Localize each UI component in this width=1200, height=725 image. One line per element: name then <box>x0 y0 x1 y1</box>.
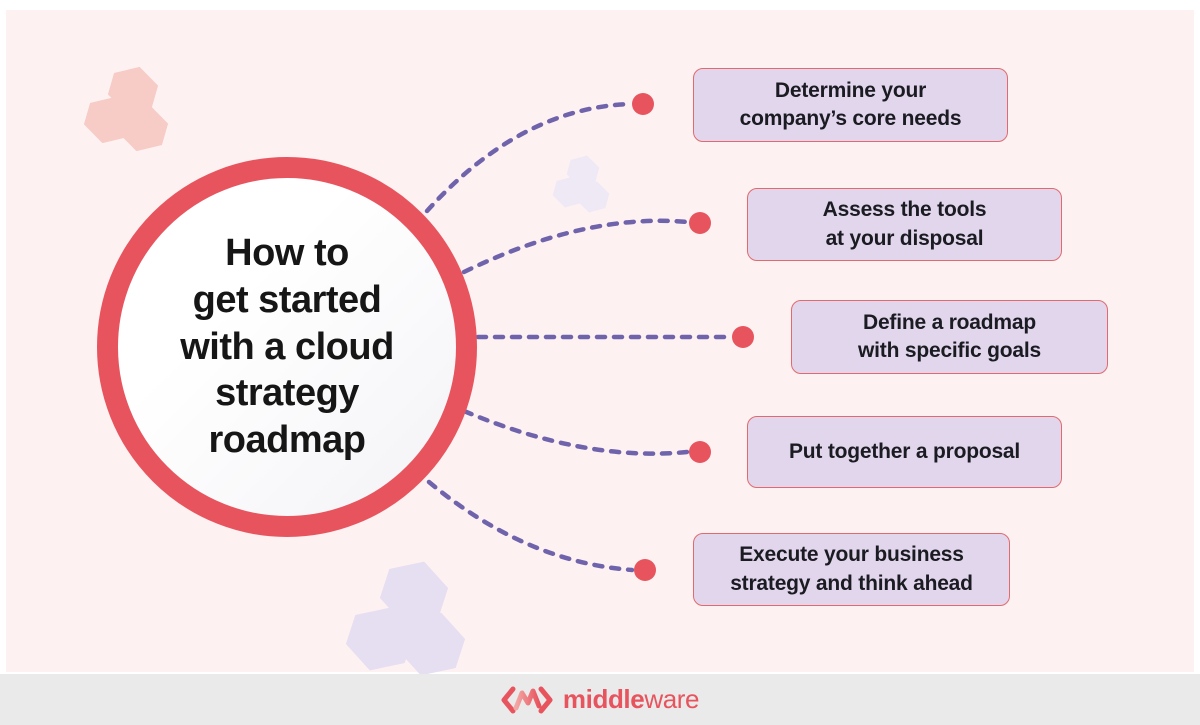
footer-bar: middleware <box>0 674 1200 725</box>
wordmark-light: ware <box>644 684 700 714</box>
step-label: Put together a proposal <box>788 439 1021 463</box>
step-box-proposal: Put together a proposal <box>747 416 1062 488</box>
wordmark-bold: middle <box>562 684 645 714</box>
middleware-wordmark: middleware <box>562 684 700 715</box>
middleware-logo-icon <box>501 686 553 713</box>
